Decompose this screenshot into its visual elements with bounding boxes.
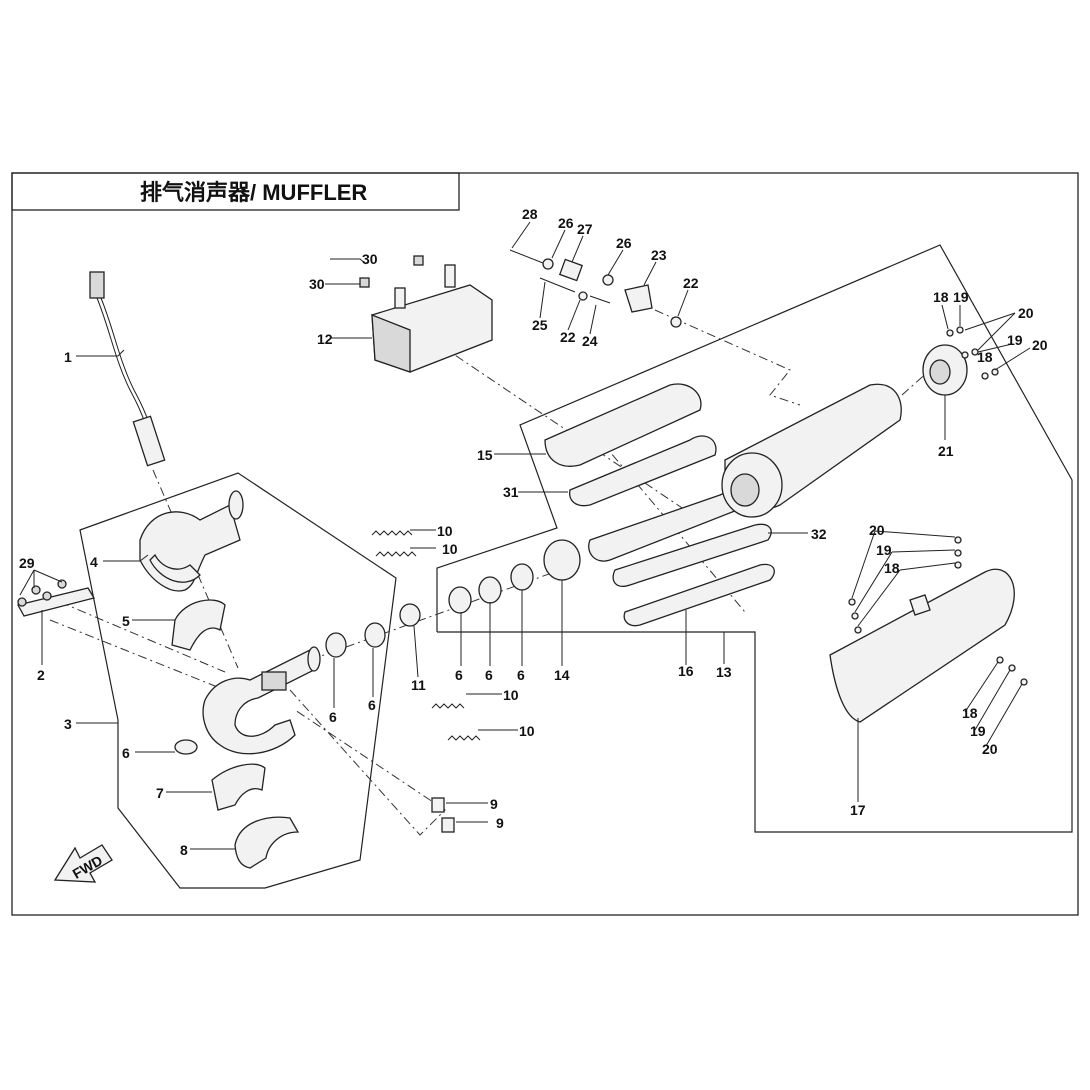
callout-30-b: 30 [309, 276, 325, 292]
callout-30-a: 30 [362, 251, 378, 267]
callout-11: 11 [411, 677, 426, 693]
centerline-tail [901, 369, 931, 396]
callout-15: 15 [477, 447, 493, 463]
callout-19-a: 19 [953, 289, 969, 305]
callout-32: 32 [811, 526, 827, 542]
callout-31: 31 [503, 484, 519, 500]
gasket-14 [543, 539, 581, 581]
callout-20-b: 20 [1032, 337, 1048, 353]
callout-20-c: 20 [869, 522, 885, 538]
callout-27: 27 [577, 221, 593, 237]
callout-22-b: 22 [560, 329, 576, 345]
heat-shield-16 [623, 563, 775, 627]
gasket-6-c [448, 586, 472, 614]
callout-9-a: 9 [490, 796, 498, 812]
callout-4: 4 [90, 554, 98, 570]
nut-9-b [441, 817, 455, 833]
callout-8: 8 [180, 842, 188, 858]
callout-6-b: 6 [368, 697, 376, 713]
heat-guard-12 [371, 264, 493, 373]
callout-10-b: 10 [442, 541, 458, 557]
o2-sensor [89, 271, 166, 467]
heat-shield-32 [612, 523, 772, 587]
callout-10-c: 10 [503, 687, 519, 703]
callout-7: 7 [156, 785, 164, 801]
gasket-11 [399, 603, 421, 627]
header-pipe [202, 646, 321, 755]
bolt-30-b [359, 277, 370, 288]
centerline-pipe [309, 569, 561, 661]
catalytic-elbow [139, 490, 244, 592]
mount-hardware [509, 249, 682, 328]
callout-3: 3 [64, 716, 72, 732]
heat-shield-7 [211, 763, 266, 811]
callout-17: 17 [850, 802, 866, 818]
diagram-border [11, 172, 1079, 916]
callout-19-c: 19 [876, 542, 892, 558]
callout-10-d: 10 [519, 723, 535, 739]
callout-13: 13 [716, 664, 732, 680]
callout-2: 2 [37, 667, 45, 683]
centerline-bracket-2 [49, 619, 226, 691]
tail-cap-21 [922, 344, 968, 396]
callout-6-f: 6 [122, 745, 130, 761]
group-outline-header [79, 472, 397, 889]
title-box [11, 172, 460, 211]
bolt-30-a [413, 255, 424, 266]
diagram-title: 排气消声器/ MUFFLER [140, 180, 367, 205]
gasket-6-a [325, 632, 347, 658]
muffler-body [721, 383, 902, 518]
centerline-mount [654, 309, 801, 406]
gasket-6-d [478, 576, 502, 604]
elbow-8 [234, 816, 300, 869]
gasket-6-e [510, 563, 534, 591]
bracket-assembly [17, 579, 96, 617]
callout-16: 16 [678, 663, 694, 679]
centerline-bracket [59, 601, 226, 673]
callout-22-a: 22 [683, 275, 699, 291]
callout-21: 21 [938, 443, 954, 459]
callout-24: 24 [582, 333, 598, 349]
callout-28: 28 [522, 206, 538, 222]
callout-6-d: 6 [485, 667, 493, 683]
gasket-6-left [174, 739, 198, 755]
fwd-arrow-icon: FWD [53, 844, 113, 883]
callout-14: 14 [554, 667, 570, 683]
muffler-cover-17 [829, 568, 1015, 723]
heat-shield-31 [569, 435, 717, 507]
fasteners-18-19-20 [848, 326, 1028, 686]
springs [371, 530, 481, 741]
callout-26-b: 26 [616, 235, 632, 251]
centerline-nuts [289, 689, 446, 836]
callout-18-d: 18 [962, 705, 978, 721]
callout-25: 25 [532, 317, 548, 333]
callout-20-d: 20 [982, 741, 998, 757]
nut-9-a [431, 797, 445, 813]
callout-19-b: 19 [1007, 332, 1023, 348]
callout-29: 29 [19, 555, 35, 571]
callout-19-d: 19 [970, 723, 986, 739]
callout-1: 1 [64, 349, 72, 365]
callout-12: 12 [317, 331, 333, 347]
callout-26-a: 26 [558, 215, 574, 231]
callout-6-c: 6 [455, 667, 463, 683]
leader-lines [19, 221, 1031, 850]
callout-20-a: 20 [1018, 305, 1034, 321]
heat-shield-15 [544, 383, 702, 467]
callout-18-c: 18 [884, 560, 900, 576]
centerline-sensor [152, 469, 239, 669]
heat-shield-5 [171, 599, 226, 651]
callout-18-a: 18 [933, 289, 949, 305]
callout-23: 23 [651, 247, 667, 263]
callout-6-e: 6 [517, 667, 525, 683]
callout-18-b: 18 [977, 349, 993, 365]
callout-5: 5 [122, 613, 130, 629]
callout-9-b: 9 [496, 815, 504, 831]
gasket-6-b [364, 622, 386, 648]
callout-6-a: 6 [329, 709, 337, 725]
callout-10-a: 10 [437, 523, 453, 539]
